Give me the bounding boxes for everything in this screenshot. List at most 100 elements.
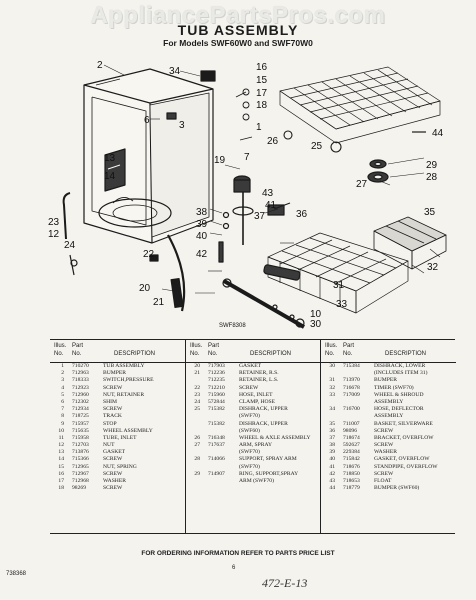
part-number: 712967	[72, 470, 89, 477]
part-description: HOSE, DEFLECTOR	[374, 406, 424, 413]
illus-number: 22	[194, 384, 200, 391]
illus-number: 27	[194, 442, 200, 449]
illus-number: 39	[329, 449, 335, 456]
illus-number: 14	[58, 456, 64, 463]
part-number: 715960	[208, 391, 225, 398]
table-row: ASSEMBLY	[321, 413, 456, 420]
part-number: 715957	[72, 420, 89, 427]
part-number: 715384	[343, 363, 360, 369]
part-description: SCREW	[103, 384, 123, 391]
table-row: (SWF70)	[186, 449, 321, 456]
part-number: 592627	[343, 442, 360, 449]
table-row: 712235 RETAINER, L.S.	[186, 377, 321, 384]
illus-number: 8	[61, 413, 64, 420]
part-number: 716678	[343, 384, 360, 391]
part-number: 718676	[343, 463, 360, 470]
illus-number: 13	[58, 449, 64, 456]
illus-number: 12	[58, 442, 64, 449]
part-description: NUT, RETAINER	[103, 391, 145, 398]
exploded-parts-diagram: 2 34 16 15 17 18 1 3 6 7 19 26 25 44 29 …	[48, 60, 447, 330]
part-description: (SWF70)	[239, 413, 260, 420]
page-title: TUB ASSEMBLY	[177, 22, 299, 38]
part-description: SCREW	[374, 470, 394, 477]
part-description: SCREW	[103, 470, 123, 477]
table-row: 16 712967 SCREW	[50, 471, 185, 478]
callout-10: 10	[310, 309, 322, 320]
part-number: 712235	[208, 377, 225, 384]
part-number: 715635	[72, 427, 89, 434]
part-number: 718779	[343, 485, 360, 492]
track-drawing	[263, 264, 301, 281]
illus-number: 7	[61, 406, 64, 413]
part-number: 711007	[343, 420, 360, 427]
part-number: 98096	[343, 427, 357, 434]
illus-number: 9	[61, 420, 64, 427]
part-number: 712960	[72, 391, 89, 398]
illus-number: 20	[194, 363, 200, 369]
page-subtitle: For Models SWF60W0 and SWF70W0	[163, 38, 313, 48]
part-description: WHEEL ASSEMBLY	[103, 427, 153, 434]
part-description: RETAINER, R.S.	[239, 370, 279, 377]
tub-assembly-drawing	[83, 68, 214, 244]
callout-23: 23	[48, 217, 60, 228]
illus-number: 32	[329, 384, 335, 391]
part-description: SCREW	[374, 427, 394, 434]
callout-44: 44	[432, 128, 444, 139]
part-description: SUPPORT, SPRAY ARM	[239, 456, 297, 463]
illus-number: 4	[61, 384, 64, 391]
illus-number: 28	[194, 456, 200, 463]
part-number: 713876	[72, 449, 89, 456]
part-description: DISHRACK, LOWER	[374, 363, 426, 369]
part-description: BUMPER (SWF60)	[374, 485, 420, 492]
part-description: SWITCH,PRESSURE	[103, 377, 154, 384]
part-description: RETAINER, L.S.	[239, 377, 279, 384]
callout-39: 39	[196, 219, 208, 230]
callout-18: 18	[256, 100, 268, 111]
table-header: Illus. No. Part No. DESCRIPTION	[50, 340, 185, 363]
part-number: 710270	[72, 363, 89, 369]
callout-41: 41	[265, 200, 277, 211]
watermark: AppliancePartsPros.com	[90, 2, 386, 29]
callout-38: 38	[196, 207, 208, 218]
illus-number: 31	[329, 377, 335, 384]
part-description: TUB ASSEMBLY	[103, 363, 145, 369]
part-number: 712703	[72, 442, 89, 449]
callout-40: 40	[196, 231, 208, 242]
part-description: SCREW	[103, 485, 123, 492]
callout-1: 1	[256, 122, 262, 133]
callout-numbers: 2 34 16 15 17 18 1 3 6 7 19 26 25 44 29 …	[48, 60, 444, 330]
callout-42: 42	[196, 249, 208, 260]
part-number: 713970	[343, 377, 360, 384]
part-number: 714907	[208, 470, 225, 477]
part-number: 712236	[208, 370, 225, 377]
illus-number: 16	[58, 470, 64, 477]
illus-number: 21	[194, 370, 200, 377]
part-number: 712968	[72, 478, 89, 484]
part-description: (SWF60)	[239, 427, 260, 434]
table-row: 21 712236 RETAINER, R.S.	[186, 370, 321, 377]
hose-deflector-drawing	[200, 70, 216, 82]
upper-dishrack-drawing	[279, 66, 441, 153]
